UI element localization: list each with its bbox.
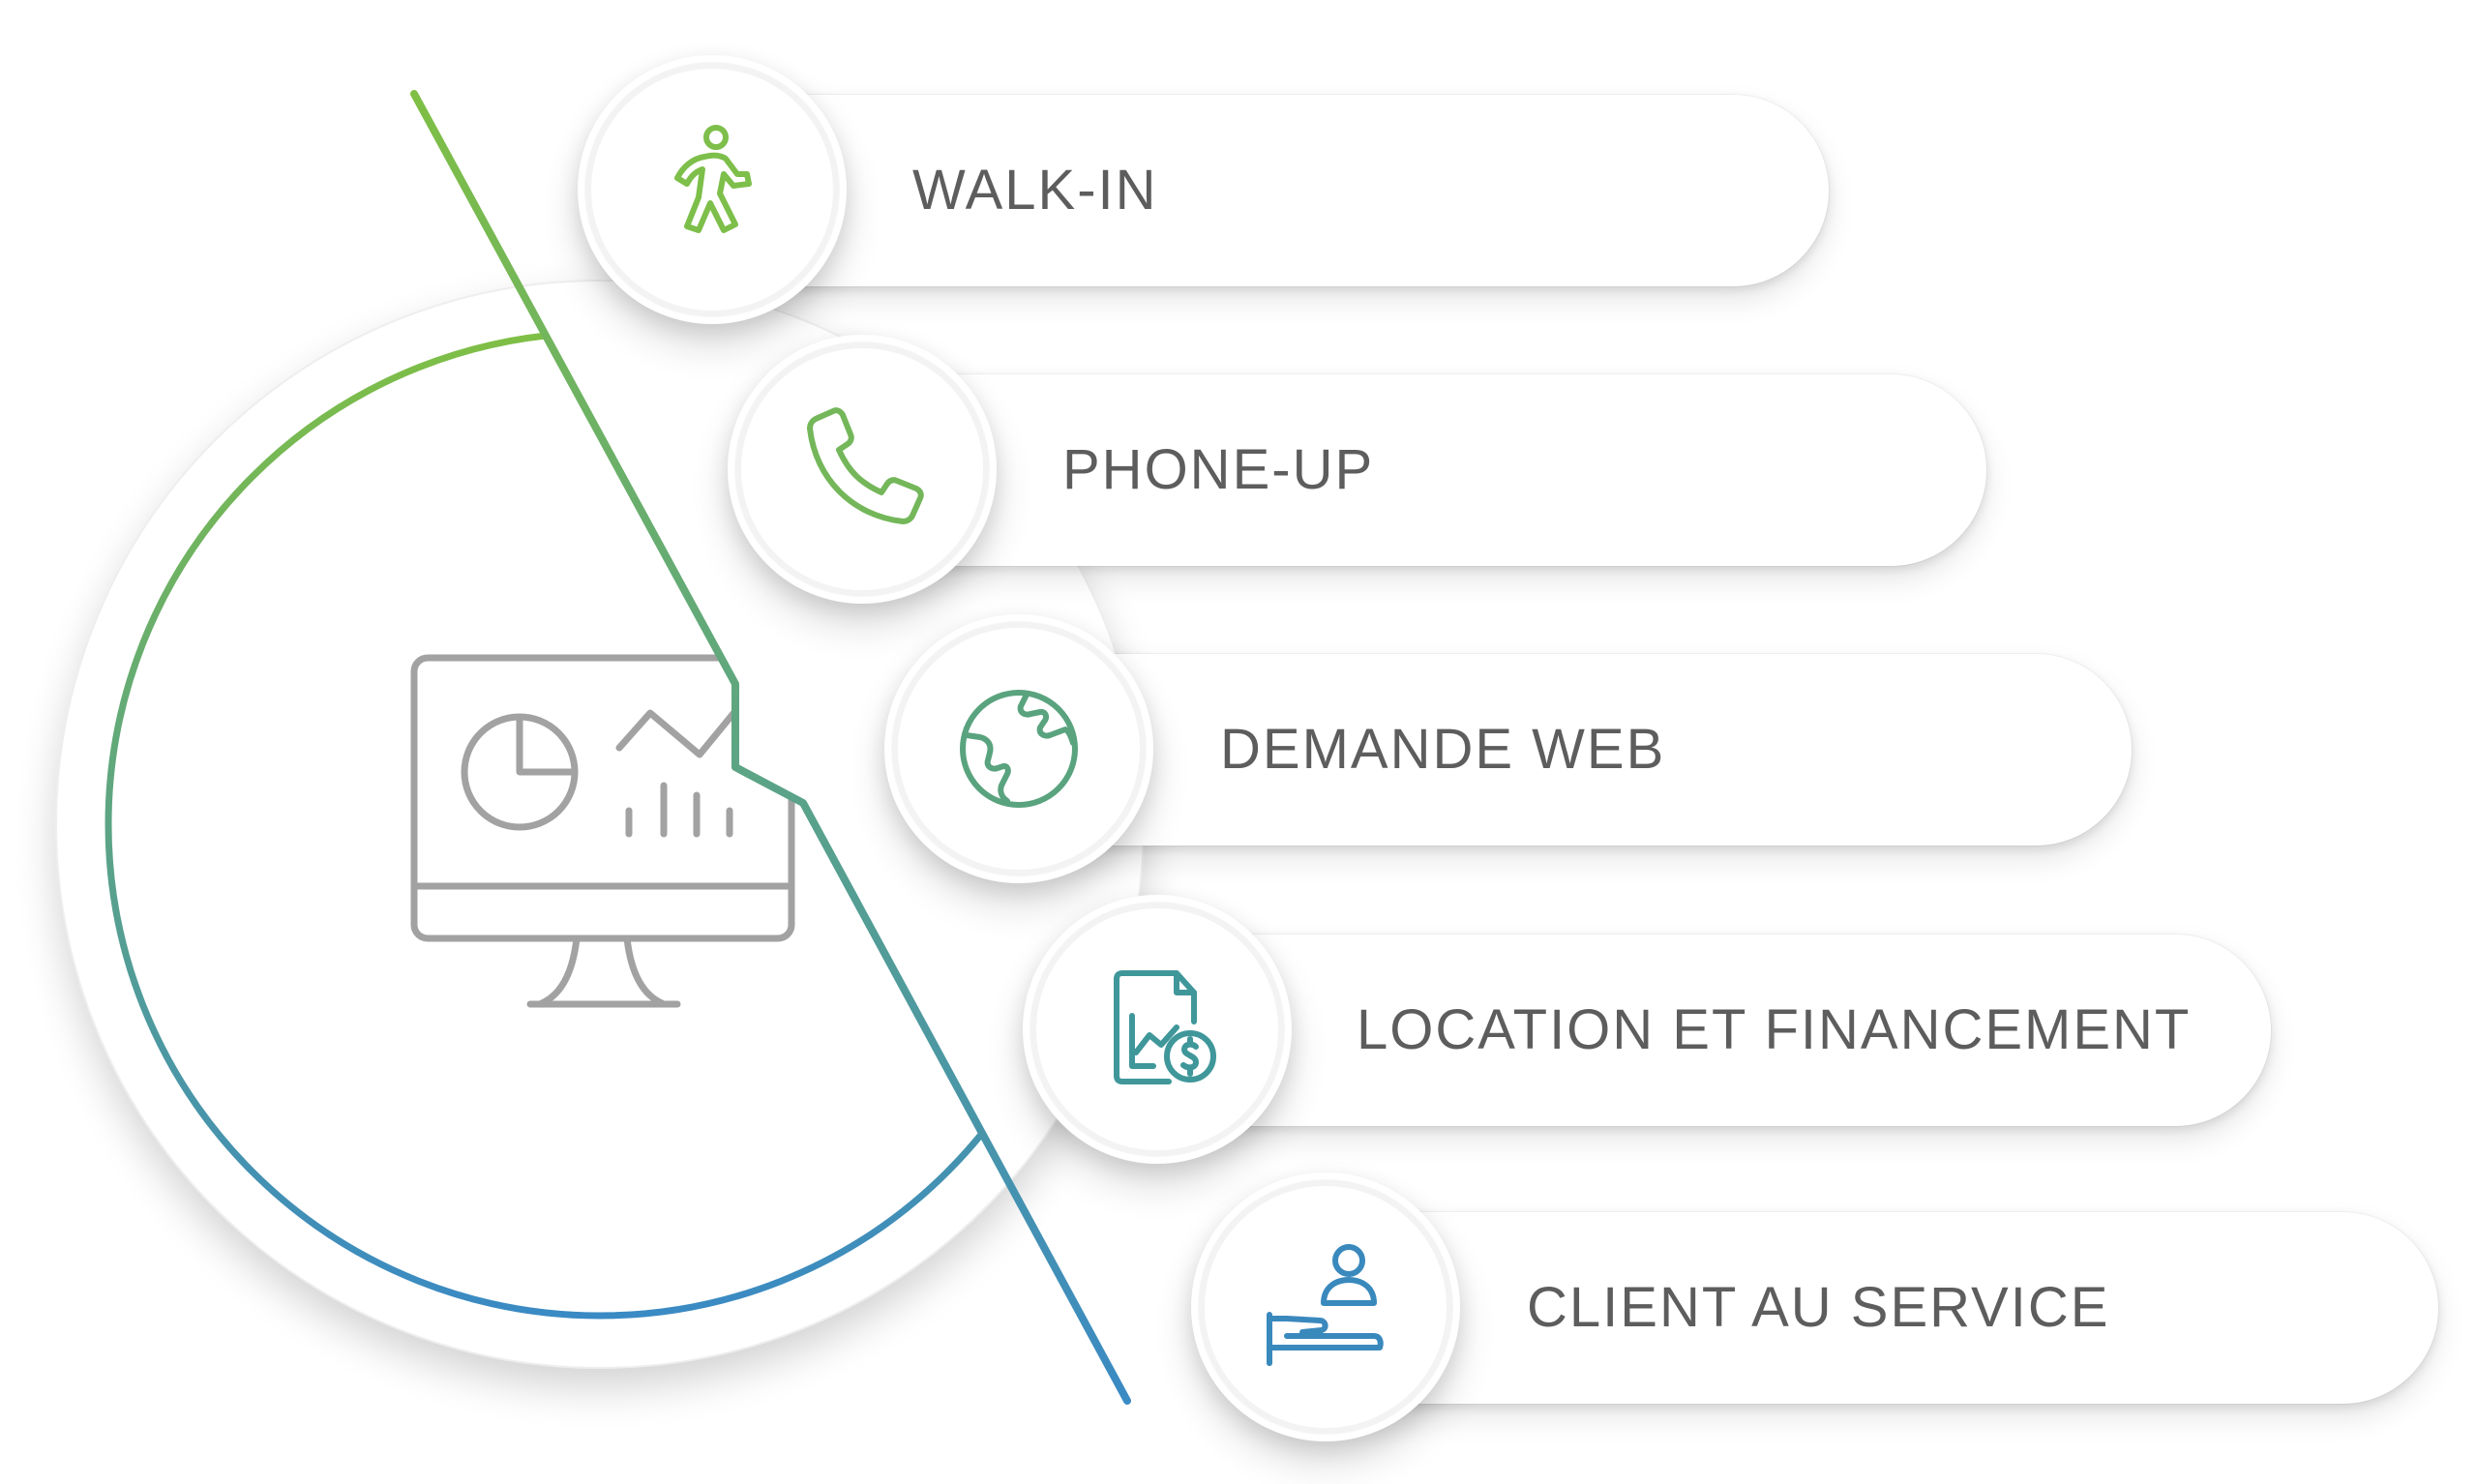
item-walk-in-label: WALK-IN (912, 159, 1158, 222)
walking-person-icon (674, 125, 752, 233)
item-location-financement-label: LOCATION ET FINANCEMENT (1357, 998, 2192, 1061)
item-location-financement-badge (1023, 895, 1292, 1164)
item-phone-up-badge (728, 335, 997, 604)
phone-icon (807, 407, 924, 524)
item-client-au-service-badge (1191, 1172, 1460, 1441)
service-client-icon (1267, 1244, 1384, 1366)
globe-icon (960, 690, 1078, 808)
item-walk-in-badge (578, 55, 847, 324)
financing-document-icon (1114, 970, 1216, 1084)
item-client-au-service-label: CLIENT AU SERVICE (1527, 1276, 2110, 1339)
item-demande-web-badge (884, 614, 1153, 883)
item-demande-web-label: DEMANDE WEB (1220, 718, 1666, 781)
hub-divider-line (410, 90, 1131, 1405)
item-phone-up-label: PHONE-UP (1062, 438, 1375, 501)
